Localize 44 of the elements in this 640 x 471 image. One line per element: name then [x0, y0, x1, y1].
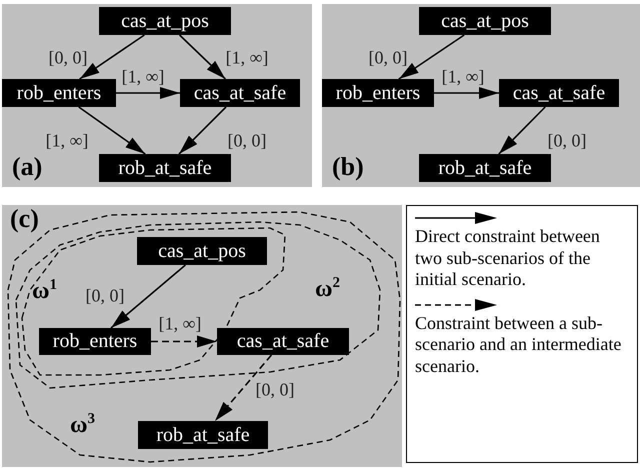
arrow — [434, 87, 499, 99]
edge-label: [0, 0] — [254, 380, 296, 400]
arrow — [179, 34, 226, 80]
edge-label: [0, 0] — [546, 132, 588, 150]
state-box: rob_at_safe — [138, 421, 268, 449]
arrow — [116, 87, 180, 99]
edge-label: [1, ∞] — [120, 68, 166, 86]
state-box: rob_enters — [2, 79, 116, 107]
region-label: ω$^{2}$ — [315, 276, 340, 301]
legend-text: Constraint between a sub-scenario and an intermediate scenario. — [415, 312, 622, 378]
state-box: cas_at_safe — [499, 79, 619, 107]
edge-label: [0, 0] — [84, 286, 126, 306]
arrow — [498, 106, 546, 155]
arrow — [214, 354, 272, 422]
region-label: ω$^{1}$ — [32, 278, 58, 303]
arrow — [110, 264, 186, 329]
edge-label: [0, 0] — [226, 132, 268, 150]
legend-text: Direct constraint between two sub-scenarios of the initial scenario. — [415, 226, 601, 291]
arrow — [78, 106, 146, 155]
state-box: cas_at_safe — [180, 79, 300, 107]
state-box: rob_at_safe — [419, 154, 551, 182]
panel-label: (c) — [10, 206, 39, 232]
state-box: cas_at_pos — [99, 7, 231, 35]
edge-label: [1, ∞] — [44, 132, 90, 150]
state-box: cas_at_pos — [137, 237, 267, 265]
state-box: rob_at_safe — [99, 154, 231, 182]
region-label: ω$^{3}$ — [70, 412, 96, 437]
panel-background — [322, 4, 640, 187]
state-box: rob_enters — [39, 328, 151, 355]
edge-label: [1, ∞] — [158, 314, 202, 334]
arrow — [151, 336, 217, 348]
edge-label: [1, ∞] — [440, 68, 486, 86]
state-box: rob_enters — [322, 79, 434, 107]
arrow — [79, 34, 145, 80]
edge-label: [1, ∞] — [224, 48, 270, 68]
state-box: cas_at_safe — [217, 328, 349, 355]
edge-label: [0, 0] — [48, 48, 88, 68]
edge-label: [0, 0] — [368, 48, 408, 68]
panel-background — [2, 4, 312, 187]
arrow — [178, 106, 227, 155]
panel-label: (b) — [332, 154, 364, 180]
arrow — [398, 34, 465, 80]
panel-label: (a) — [12, 154, 42, 180]
state-box: cas_at_pos — [419, 7, 551, 35]
